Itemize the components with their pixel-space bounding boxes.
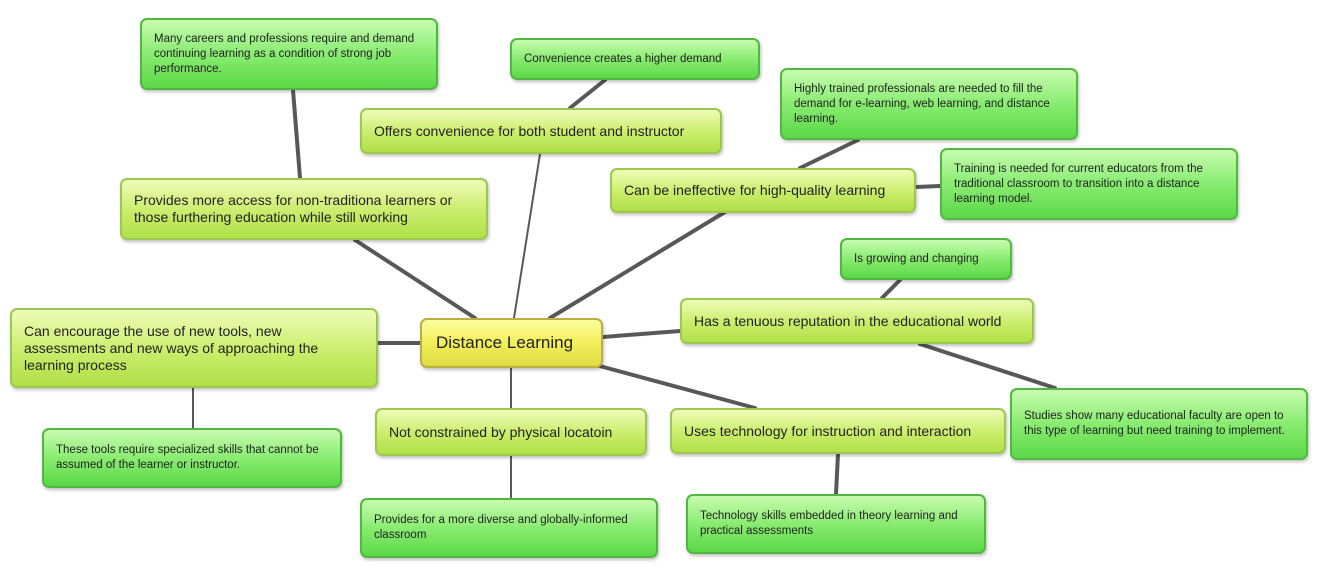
link-technology (594, 363, 757, 410)
subtopic-diverse[interactable]: Provides for a more diverse and globally… (360, 498, 658, 558)
link-convenience (513, 153, 541, 319)
link-growing (880, 278, 902, 300)
topic-ineffective[interactable]: Can be ineffective for high-quality lear… (610, 168, 916, 213)
link-reputation (601, 329, 682, 339)
topic-tools[interactable]: Can encourage the use of new tools, new … (10, 308, 378, 388)
subtopic-studies[interactable]: Studies show many educational faculty ar… (1010, 388, 1308, 460)
link-demand (568, 78, 607, 110)
link-studies (918, 342, 1057, 390)
link-tech-skills (834, 452, 840, 496)
subtopic-professionals[interactable]: Highly trained professionals are needed … (780, 68, 1078, 140)
topic-reputation[interactable]: Has a tenuous reputation in the educatio… (680, 298, 1034, 344)
subtopic-tech-skills[interactable]: Technology skills embedded in theory lea… (686, 494, 986, 554)
subtopic-careers[interactable]: Many careers and professions require and… (140, 18, 438, 90)
subtopic-training[interactable]: Training is needed for current educators… (940, 148, 1238, 220)
subtopic-skills[interactable]: These tools require specialized skills t… (42, 428, 342, 488)
link-access (353, 238, 477, 320)
link-ineffective (548, 210, 727, 320)
link-professionals (798, 138, 860, 170)
central-topic[interactable]: Distance Learning (420, 318, 603, 368)
subtopic-growing[interactable]: Is growing and changing (840, 238, 1012, 280)
subtopic-demand[interactable]: Convenience creates a higher demand (510, 38, 760, 80)
link-careers (291, 88, 302, 180)
topic-technology[interactable]: Uses technology for instruction and inte… (670, 408, 1006, 454)
topic-access[interactable]: Provides more access for non-traditiona … (120, 178, 488, 240)
topic-location[interactable]: Not constrained by physical locatoin (375, 408, 647, 456)
link-training (914, 184, 942, 189)
topic-convenience[interactable]: Offers convenience for both student and … (360, 108, 722, 154)
